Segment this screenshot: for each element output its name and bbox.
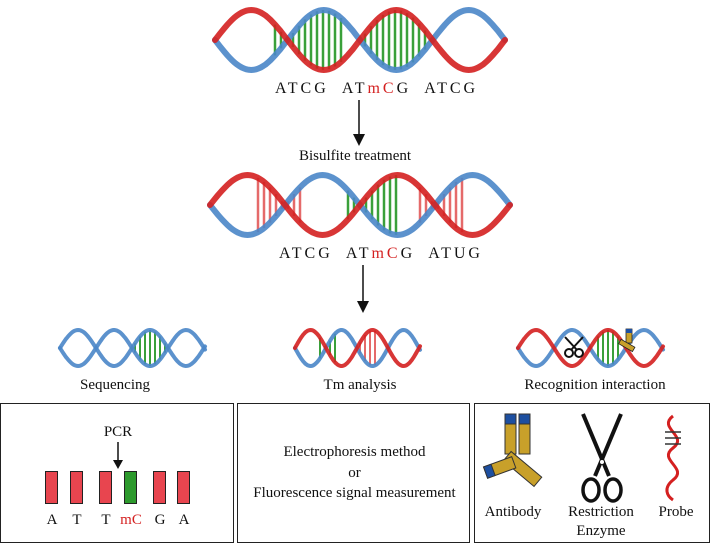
- restriction-label-2: Enzyme: [576, 523, 626, 539]
- top-seq-b-mod: mC: [367, 80, 397, 97]
- base-bar: [99, 471, 112, 504]
- helix-strand-2: [516, 327, 665, 369]
- antibody-label: Antibody: [484, 504, 542, 520]
- top-seq-b-post: G: [396, 80, 412, 97]
- method-tm-label: Tm analysis: [323, 377, 397, 393]
- top-seq-c: ATCG: [424, 80, 479, 97]
- helix-strand-2: [212, 6, 508, 74]
- pcr-label: PCR: [103, 424, 133, 440]
- method-sequencing-label: Sequencing: [80, 377, 150, 393]
- base-letter: T: [72, 512, 82, 528]
- bottom-seq-b-pre: AT: [345, 245, 372, 262]
- base-letter: T: [101, 512, 111, 528]
- helix-strand-2: [58, 327, 207, 369]
- pcr-arrow: [113, 442, 123, 469]
- top-sequence: ATCG ATmCG ATCG: [275, 80, 478, 98]
- small-scissors-icon: [564, 336, 584, 358]
- small-antibody-icon: [618, 328, 636, 353]
- base-bar: [70, 471, 83, 504]
- base-bar: [45, 471, 58, 504]
- method-recognition-label: Recognition interaction: [524, 377, 666, 393]
- helix-recognition: [516, 327, 665, 369]
- helix-strand-2: [293, 327, 422, 369]
- treatment-label: Bisulfite treatment: [298, 148, 412, 164]
- bottom-seq-b-mod: mC: [371, 245, 401, 262]
- helix-sequencing: [58, 327, 207, 369]
- tm-line2: or: [348, 465, 361, 481]
- bottom-sequence: ATCG ATmCG ATUG: [279, 245, 483, 263]
- arrow-down-2: [357, 265, 369, 313]
- top-seq-b-pre: AT: [341, 80, 368, 97]
- arrow-down-1: [353, 100, 365, 146]
- base-bar: [177, 471, 190, 504]
- scissors-icon: [581, 413, 623, 503]
- top-seq-a: ATCG: [275, 80, 329, 97]
- base-letter: A: [178, 512, 190, 528]
- helix-strand-2: [207, 171, 513, 239]
- base-letter: A: [46, 512, 58, 528]
- tm-line3: Fluorescence signal measurement: [253, 485, 456, 501]
- panel-recognition: Antibody Restriction Enzyme Probe: [474, 403, 710, 543]
- panel-tm: Electrophoresis method or Fluorescence s…: [237, 403, 470, 543]
- bottom-seq-a: ATCG: [279, 245, 333, 262]
- probe-icon: [665, 414, 681, 502]
- base-letter: G: [154, 512, 166, 528]
- probe-label: Probe: [658, 504, 694, 520]
- bottom-seq-c: ATUG: [428, 245, 483, 262]
- tm-line1: Electrophoresis method: [283, 444, 426, 460]
- antibody-icon: [482, 413, 543, 488]
- dna-helix-top: [212, 6, 508, 74]
- restriction-label-1: Restriction: [568, 504, 634, 520]
- bottom-seq-b-post: G: [400, 245, 416, 262]
- base-letter: mC: [120, 512, 142, 528]
- base-bar: [153, 471, 166, 504]
- helix-tm: [293, 327, 422, 369]
- dna-helix-middle: [207, 171, 513, 239]
- base-bar: [124, 471, 137, 504]
